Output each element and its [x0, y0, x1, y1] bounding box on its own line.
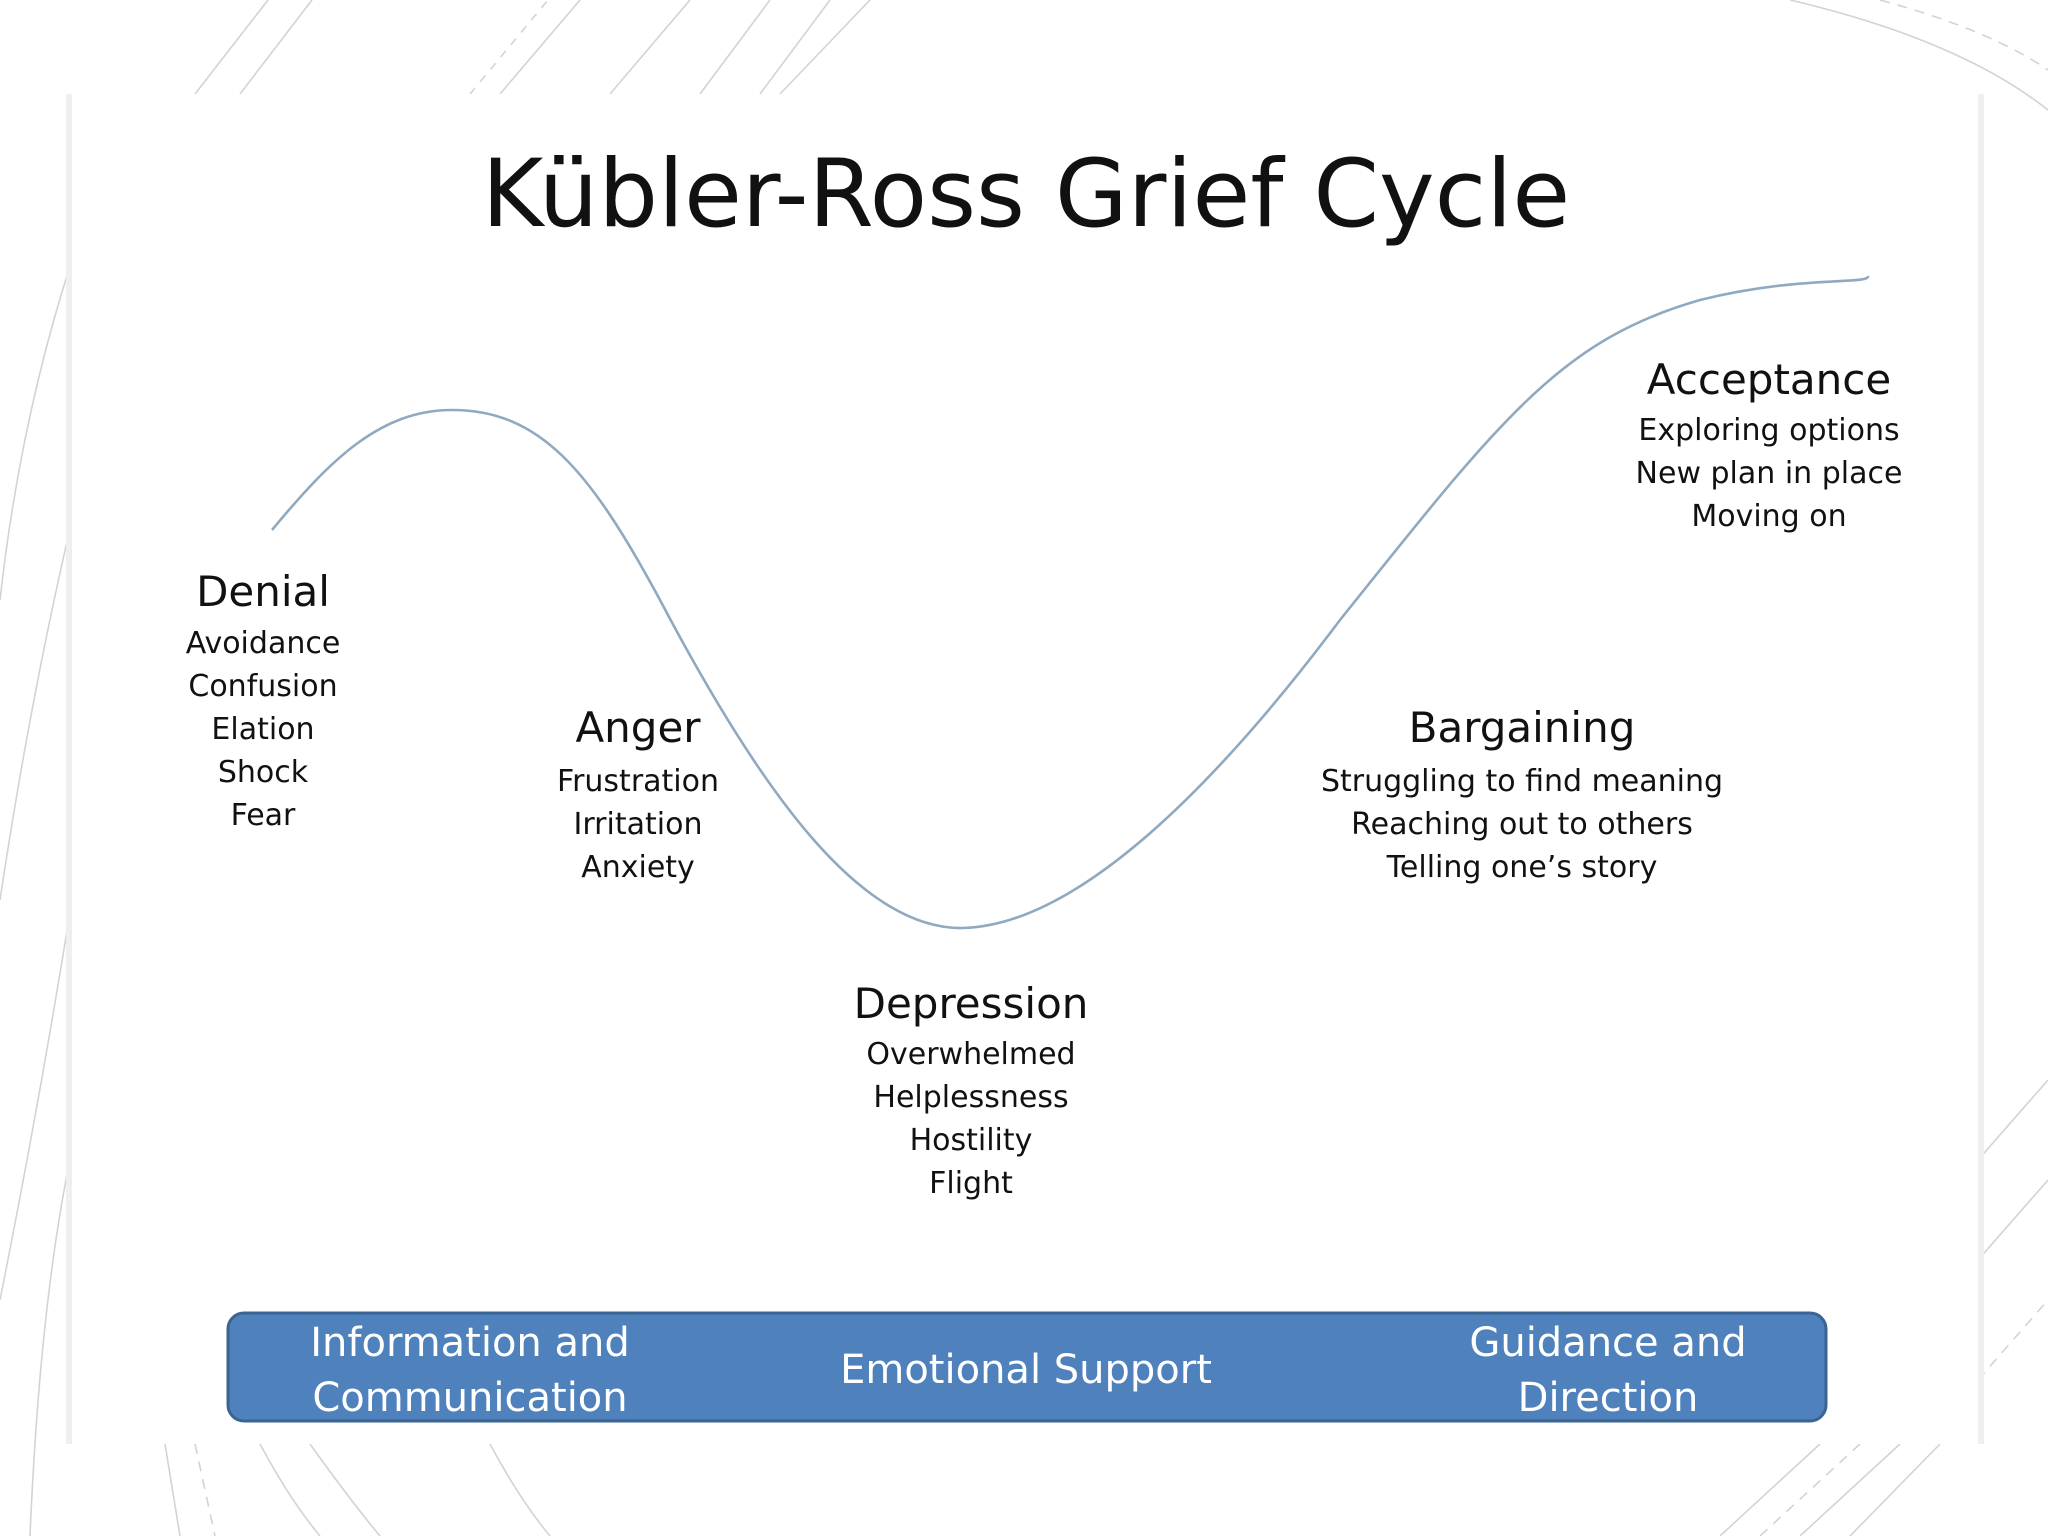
stage-item: Helplessness — [873, 1080, 1068, 1115]
grief-curve — [270, 275, 1870, 930]
stage-item: Moving on — [1691, 499, 1846, 534]
stage-item: Elation — [211, 712, 314, 747]
band-label-emotional-support: Emotional Support — [840, 1347, 1212, 1393]
band-label-communication: Communication — [312, 1375, 627, 1421]
stage-item: Hostility — [910, 1123, 1033, 1158]
band-label-direction: Direction — [1518, 1375, 1699, 1421]
band-label-guidance: Guidance and — [1469, 1320, 1746, 1366]
support-band — [226, 1311, 1828, 1423]
stage-item: Irritation — [574, 807, 703, 842]
stage-item: Frustration — [557, 764, 719, 799]
stage-item: Struggling to find meaning — [1321, 764, 1723, 799]
stage-item: Telling one’s story — [1386, 850, 1658, 885]
stage-item: Reaching out to others — [1351, 807, 1693, 842]
stage-item: Overwhelmed — [866, 1037, 1075, 1072]
stage-item: Fear — [231, 798, 296, 833]
stage-title-acceptance: Acceptance — [1647, 355, 1891, 404]
stage-item: Exploring options — [1638, 413, 1899, 448]
stage-item: Flight — [929, 1166, 1013, 1201]
stage-title-anger: Anger — [575, 703, 701, 752]
stage-item: Shock — [218, 755, 309, 790]
stage-title-bargaining: Bargaining — [1409, 703, 1636, 752]
stage-title-depression: Depression — [854, 979, 1089, 1028]
stage-item: Anxiety — [581, 850, 695, 885]
stage-item: Confusion — [188, 669, 337, 704]
stage-title-denial: Denial — [196, 567, 330, 616]
slide-panel — [72, 94, 1978, 1444]
stage-item: New plan in place — [1636, 456, 1903, 491]
band-label-information: Information and — [310, 1320, 630, 1366]
page-title: Kübler-Ross Grief Cycle — [482, 140, 1570, 249]
stage-item: Avoidance — [186, 626, 341, 661]
